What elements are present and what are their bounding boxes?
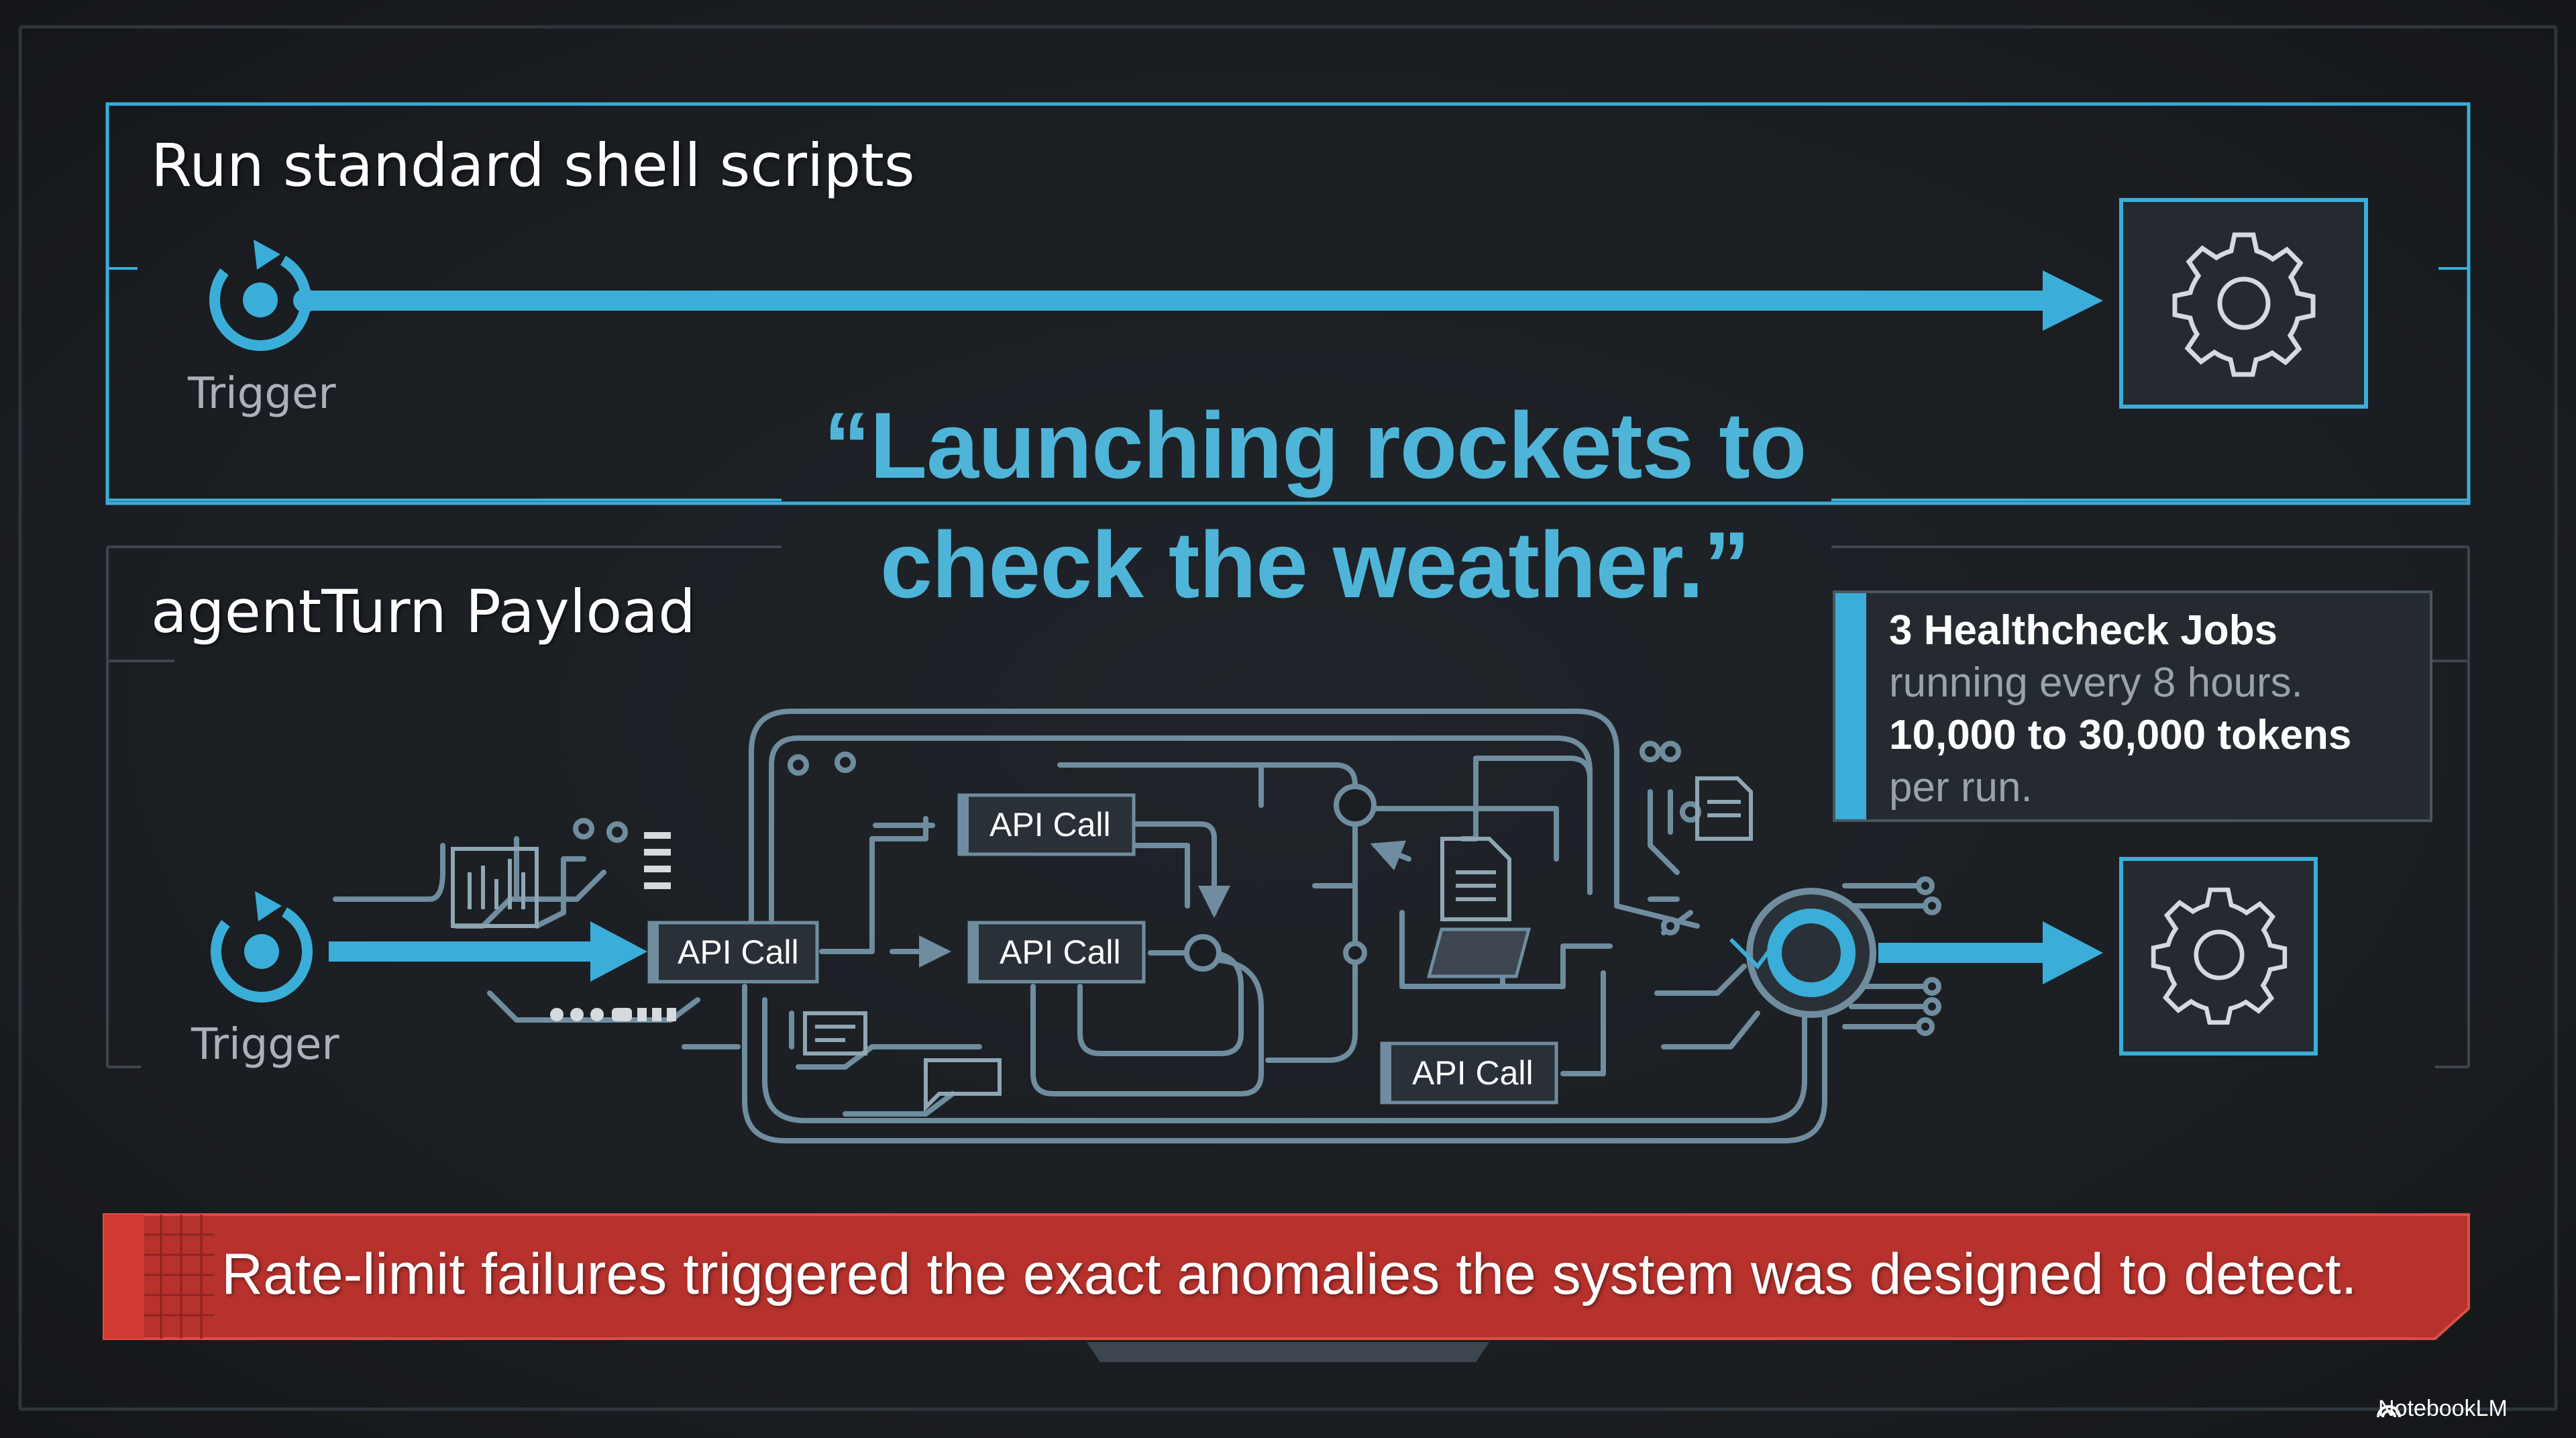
api-call-label: API Call bbox=[989, 806, 1111, 843]
warning-banner-text: Rate-limit failures triggered the exact … bbox=[221, 1242, 2357, 1306]
top-section-panel bbox=[105, 102, 2471, 505]
info-per-run: per run. bbox=[1889, 764, 2033, 811]
api-call-box-1 bbox=[647, 921, 819, 984]
quote-callout: “Launching rockets to check the weather.… bbox=[778, 386, 1851, 625]
chat-icon bbox=[803, 1011, 1002, 1113]
bottom-trigger-label: Trigger bbox=[191, 1020, 339, 1070]
api-call-box-3 bbox=[967, 921, 1146, 984]
gear-icon bbox=[2151, 887, 2288, 1025]
api-call-label: API Call bbox=[1412, 1054, 1534, 1092]
quote-line-2: check the weather.” bbox=[879, 512, 1750, 617]
brain-icon bbox=[1426, 888, 1876, 1018]
watermark: NotebookLM bbox=[2378, 1396, 2508, 1421]
progress-dots bbox=[550, 1008, 676, 1021]
api-call-label: API Call bbox=[678, 933, 799, 971]
circuit-network bbox=[333, 709, 1928, 1143]
chart-icon bbox=[451, 847, 539, 928]
top-section-title: Run standard shell scripts bbox=[151, 131, 915, 200]
top-trigger-label: Trigger bbox=[188, 369, 336, 419]
circuit-nodes bbox=[573, 741, 1941, 1036]
quote-line-1: “Launching rockets to bbox=[823, 393, 1807, 498]
bottom-output-arrow bbox=[1878, 921, 2103, 984]
list-icon bbox=[644, 832, 671, 889]
info-jobs-count: 3 Healthcheck Jobs bbox=[1889, 607, 2277, 654]
bottom-input-arrow bbox=[329, 921, 647, 982]
bottom-section-frame bbox=[106, 499, 2470, 1068]
info-box: 3 Healthcheck Jobs running every 8 hours… bbox=[1833, 590, 2432, 822]
outer-frame bbox=[18, 25, 2558, 1411]
notebooklm-icon bbox=[2377, 1405, 2401, 1418]
gear-icon bbox=[2172, 232, 2316, 377]
info-token-range: 10,000 to 30,000 tokens bbox=[1889, 712, 2352, 758]
api-call-box-2 bbox=[957, 793, 1136, 856]
top-arrow bbox=[293, 270, 2103, 331]
document-icon bbox=[1440, 776, 1753, 921]
bottom-section-title: agentTurn Payload bbox=[151, 577, 696, 646]
api-call-label: API Call bbox=[1000, 933, 1121, 971]
api-call-box-4 bbox=[1380, 1041, 1558, 1105]
info-schedule: running every 8 hours. bbox=[1889, 660, 2303, 706]
info-box-accent bbox=[1835, 593, 1866, 819]
trigger-icon bbox=[211, 891, 313, 1003]
warning-banner bbox=[103, 1213, 2470, 1362]
